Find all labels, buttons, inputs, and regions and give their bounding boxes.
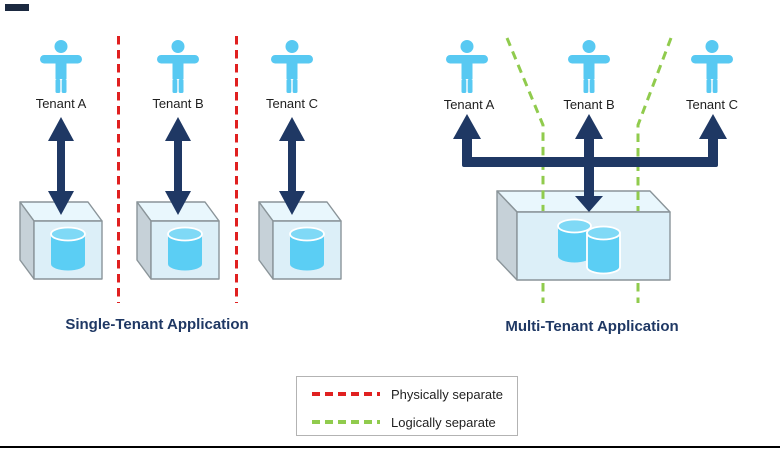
tenant-b-label-single: Tenant B [152, 96, 204, 111]
person-icon-tenant-b [157, 40, 199, 93]
single-tenant-title: Single-Tenant Application [65, 316, 249, 333]
person-icon-tenant-c [271, 40, 313, 93]
single-tenant-diagram [19, 36, 342, 303]
tenant-a-label-single: Tenant A [35, 96, 87, 111]
tenant-a-label-multi: Tenant A [443, 97, 495, 112]
legend-row-logical: Logically separate [297, 409, 517, 435]
tenant-c-label-single: Tenant C [265, 96, 319, 111]
red-dashed-line-icon [312, 392, 380, 396]
connection-arrow-tenant-c [279, 117, 305, 215]
connection-arrow-tenant-a [48, 117, 74, 215]
bottom-border-line [0, 446, 780, 448]
tenant-c-label-multi: Tenant C [685, 97, 739, 112]
person-icon-tenant-c-multi [691, 40, 733, 93]
legend-label-logical: Logically separate [391, 414, 496, 430]
person-icon-tenant-b-multi [568, 40, 610, 93]
legend-label-physical: Physically separate [391, 386, 503, 402]
database-cylinder-front [586, 225, 621, 275]
slide-accent-bar [5, 4, 29, 11]
person-icon-tenant-a-multi [446, 40, 488, 93]
legend: Physically separate Logically separate [296, 376, 518, 436]
multi-tenant-title: Multi-Tenant Application [505, 318, 679, 335]
shared-connection-arrow [453, 114, 727, 212]
green-dashed-line-icon [312, 420, 380, 424]
multi-tenant-diagram [446, 37, 733, 303]
shared-app-box [496, 190, 671, 281]
connection-arrow-tenant-b [165, 117, 191, 215]
app-box-tenant-c [258, 201, 342, 280]
logical-separator-line-1 [505, 37, 545, 211]
person-icon-tenant-a [40, 40, 82, 93]
legend-row-physical: Physically separate [297, 381, 517, 407]
tenant-b-label-multi: Tenant B [563, 97, 615, 112]
logical-separator-line-2 [636, 37, 673, 211]
database-cylinder-back [557, 218, 592, 263]
